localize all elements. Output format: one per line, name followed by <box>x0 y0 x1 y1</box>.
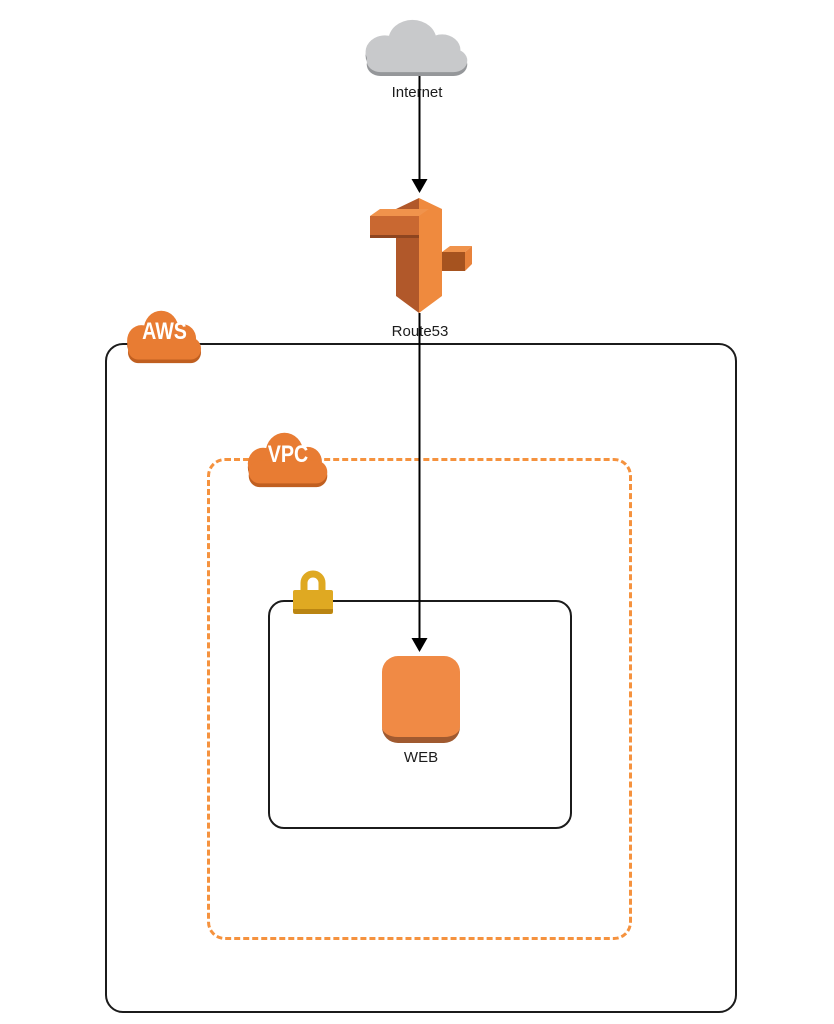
vpc-cloud-shape <box>247 432 328 488</box>
internet-cloud-shape <box>365 19 468 77</box>
vpc-cloud-icon: VPC <box>238 430 338 488</box>
web-node <box>382 656 460 743</box>
route53-label: Route53 <box>391 323 449 340</box>
aws-cloud-shape <box>127 310 202 364</box>
internet-cloud-icon <box>353 17 481 77</box>
aws-cloud-boundary <box>105 343 737 1013</box>
web-label: WEB <box>403 749 439 766</box>
route53-icon <box>370 198 472 313</box>
aws-label: AWS <box>142 318 187 345</box>
internet-label: Internet <box>391 84 443 101</box>
lock-icon <box>293 570 333 614</box>
vpc-label: VPC <box>267 441 309 468</box>
aws-cloud-icon: AWS <box>118 308 211 364</box>
